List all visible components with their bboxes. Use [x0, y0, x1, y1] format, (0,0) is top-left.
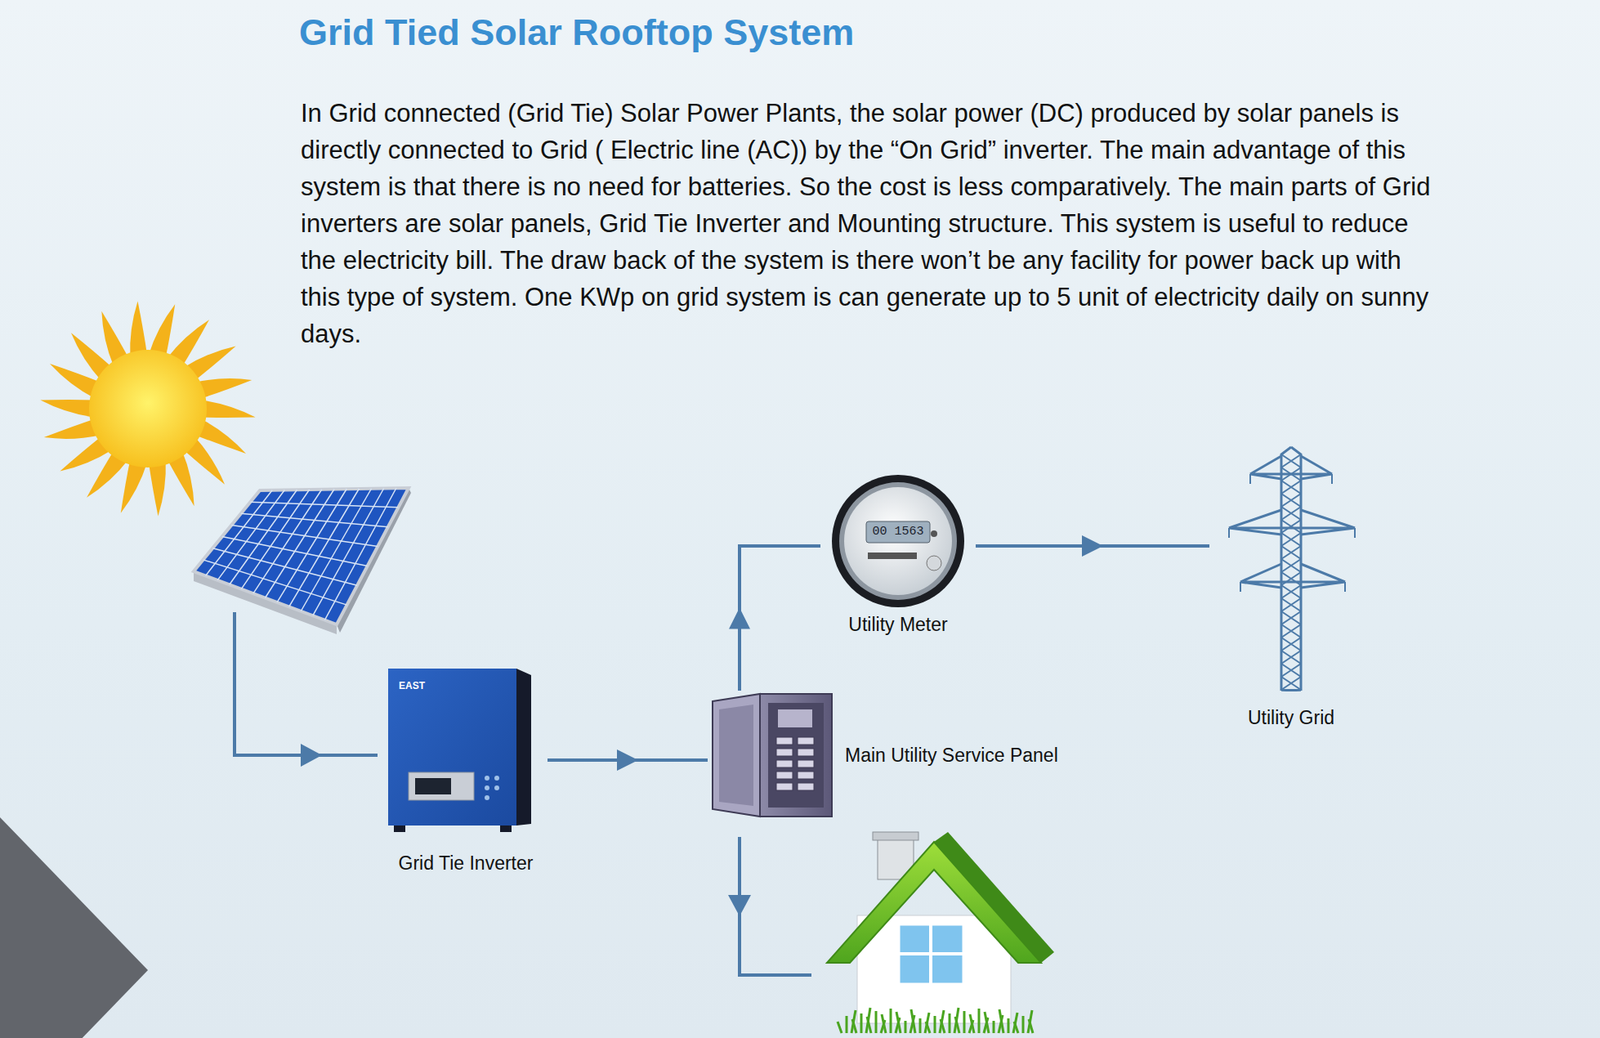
service-panel-illustration [712, 693, 832, 817]
arrowhead [728, 894, 751, 917]
transmission-tower [1229, 446, 1355, 691]
connector [728, 545, 821, 691]
title: Grid Tied Solar Rooftop System [299, 11, 854, 54]
connector [547, 749, 708, 771]
house-wire [739, 836, 812, 975]
meter-node: Utility Meter [820, 470, 976, 640]
house [826, 831, 1055, 1033]
inverter-illustration [388, 668, 532, 832]
node-label: Grid Tie Inverter [398, 852, 534, 875]
description-paragraph: In Grid connected (Grid Tie) Solar Power… [300, 94, 1445, 353]
grid-node: Utility Grid [1209, 441, 1373, 733]
sun [40, 301, 255, 517]
connector [975, 535, 1210, 557]
inverter-node: Grid Tie Inverter [384, 663, 548, 878]
service-panel-node: Main Utility Service Panel [707, 690, 1072, 820]
meter-illustration [831, 474, 965, 608]
brand-logo: EAST [398, 679, 425, 692]
meter-reading: 00 1563 [868, 523, 928, 541]
arrowhead [300, 743, 322, 767]
dc-wire [234, 612, 378, 756]
solar-panel [193, 487, 412, 635]
corner-triangle [0, 817, 148, 1038]
node-label: Utility Grid [1247, 706, 1335, 729]
node-label: Main Utility Service Panel [844, 744, 1059, 767]
node-label: Utility Meter [848, 613, 948, 636]
